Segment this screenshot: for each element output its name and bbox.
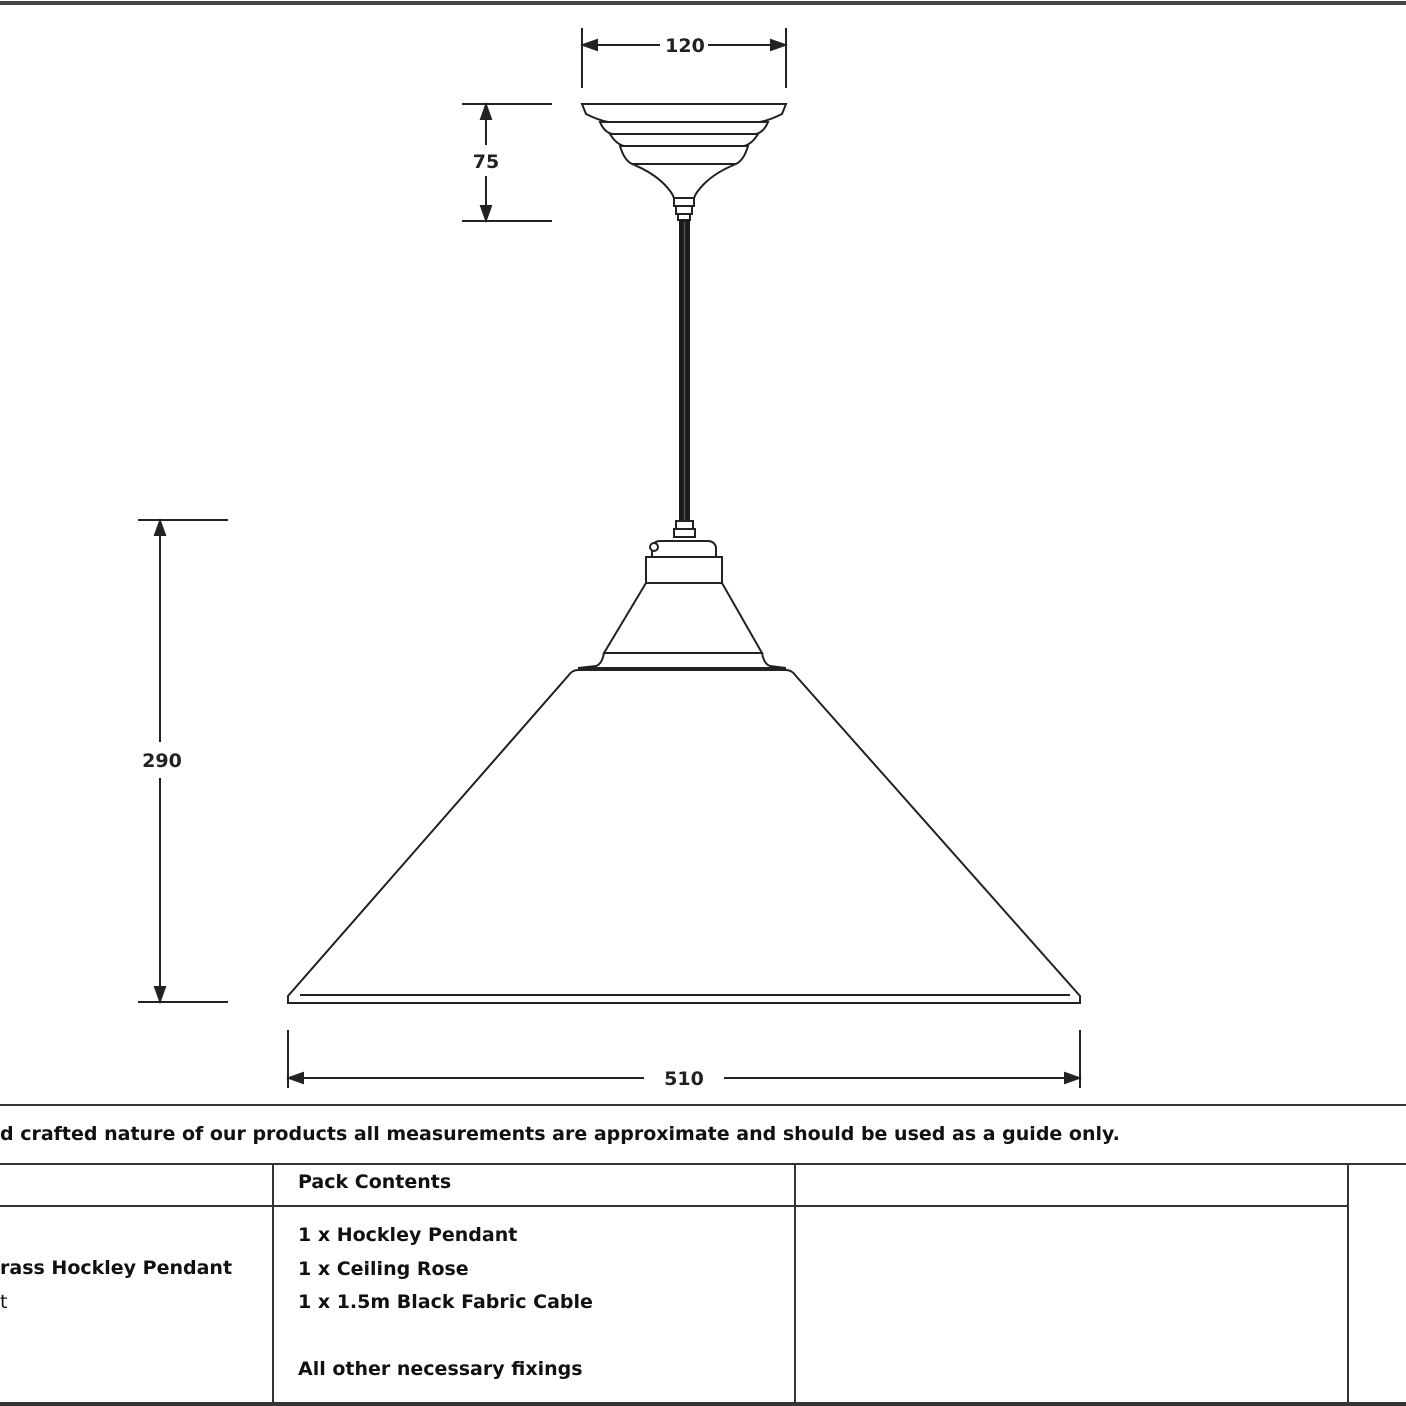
shade-height-label: 290 bbox=[142, 750, 182, 772]
pendant-shade bbox=[287, 669, 1081, 1004]
pack-item-cable: 1 x 1.5m Black Fabric Cable bbox=[298, 1291, 593, 1313]
shade-collar bbox=[577, 582, 787, 669]
pack-item-pendant: 1 x Hockley Pendant bbox=[298, 1224, 518, 1246]
rose-height-label: 75 bbox=[473, 151, 499, 173]
product-code: t bbox=[0, 1291, 8, 1313]
pack-contents-header: Pack Contents bbox=[298, 1171, 452, 1193]
product-name: rass Hockley Pendant bbox=[0, 1257, 233, 1279]
rose-height-dimension bbox=[462, 102, 552, 223]
shade-width-label: 510 bbox=[664, 1068, 704, 1090]
shade-width-dimension bbox=[286, 1030, 1082, 1088]
pack-item-ceiling-rose: 1 x Ceiling Rose bbox=[298, 1258, 469, 1280]
pack-item-fixings: All other necessary fixings bbox=[298, 1358, 583, 1380]
fabric-cable bbox=[679, 220, 690, 522]
rose-width-label: 120 bbox=[665, 35, 705, 57]
rose-width-dimension bbox=[580, 28, 788, 88]
shade-height-dimension bbox=[138, 518, 228, 1004]
ceiling-rose bbox=[580, 103, 788, 221]
info-table-lines bbox=[0, 1104, 1406, 1406]
measurement-disclaimer: d crafted nature of our products all mea… bbox=[0, 1123, 1120, 1145]
lamp-holder bbox=[645, 520, 723, 584]
